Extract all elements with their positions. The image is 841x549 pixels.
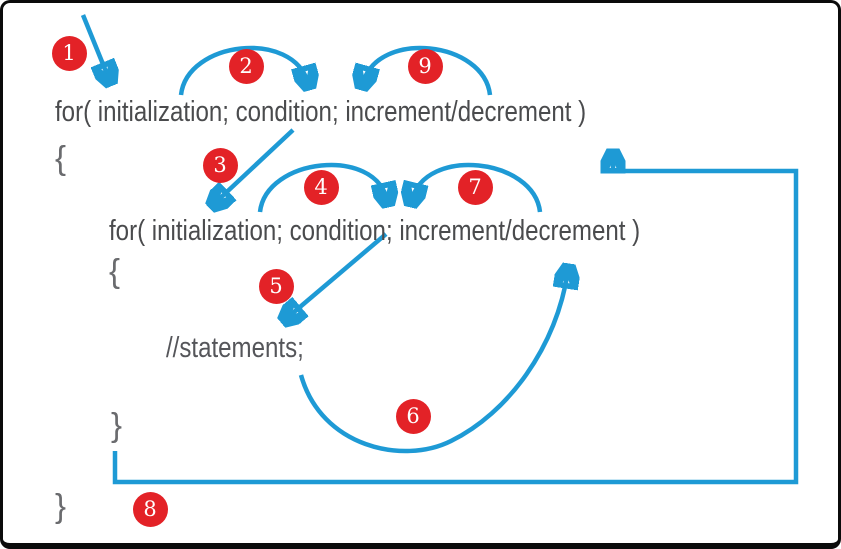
step-badge-8: 8 — [132, 491, 168, 527]
flow-arrows-layer — [80, 14, 799, 485]
arrow-step-7 — [412, 162, 543, 213]
outer-close-brace: } — [55, 487, 67, 524]
step-badge-3: 3 — [202, 147, 238, 183]
arrow-step-3 — [215, 128, 295, 203]
outer-for-statement: for( initialization; condition; incremen… — [55, 96, 587, 128]
step-badge-1: 1 — [51, 35, 87, 71]
arrow-step-6 — [298, 271, 568, 454]
step-badge-7: 7 — [457, 169, 493, 205]
step-badge-2: 2 — [228, 48, 264, 84]
inner-close-brace: } — [111, 406, 123, 443]
arrow-step-4 — [257, 162, 387, 213]
step-badge-9: 9 — [407, 48, 443, 84]
arrow-step-1 — [80, 14, 109, 79]
arrow-step-8 — [112, 156, 799, 485]
step-badge-6: 6 — [395, 398, 431, 434]
outer-open-brace: { — [55, 139, 67, 176]
statements-comment: //statements; — [166, 332, 304, 364]
arrow-step-5 — [287, 232, 388, 318]
inner-open-brace: { — [109, 252, 121, 289]
step-badge-4: 4 — [303, 169, 339, 205]
step-badge-5: 5 — [258, 268, 294, 304]
inner-for-statement: for( initialization; condition; incremen… — [109, 215, 641, 247]
